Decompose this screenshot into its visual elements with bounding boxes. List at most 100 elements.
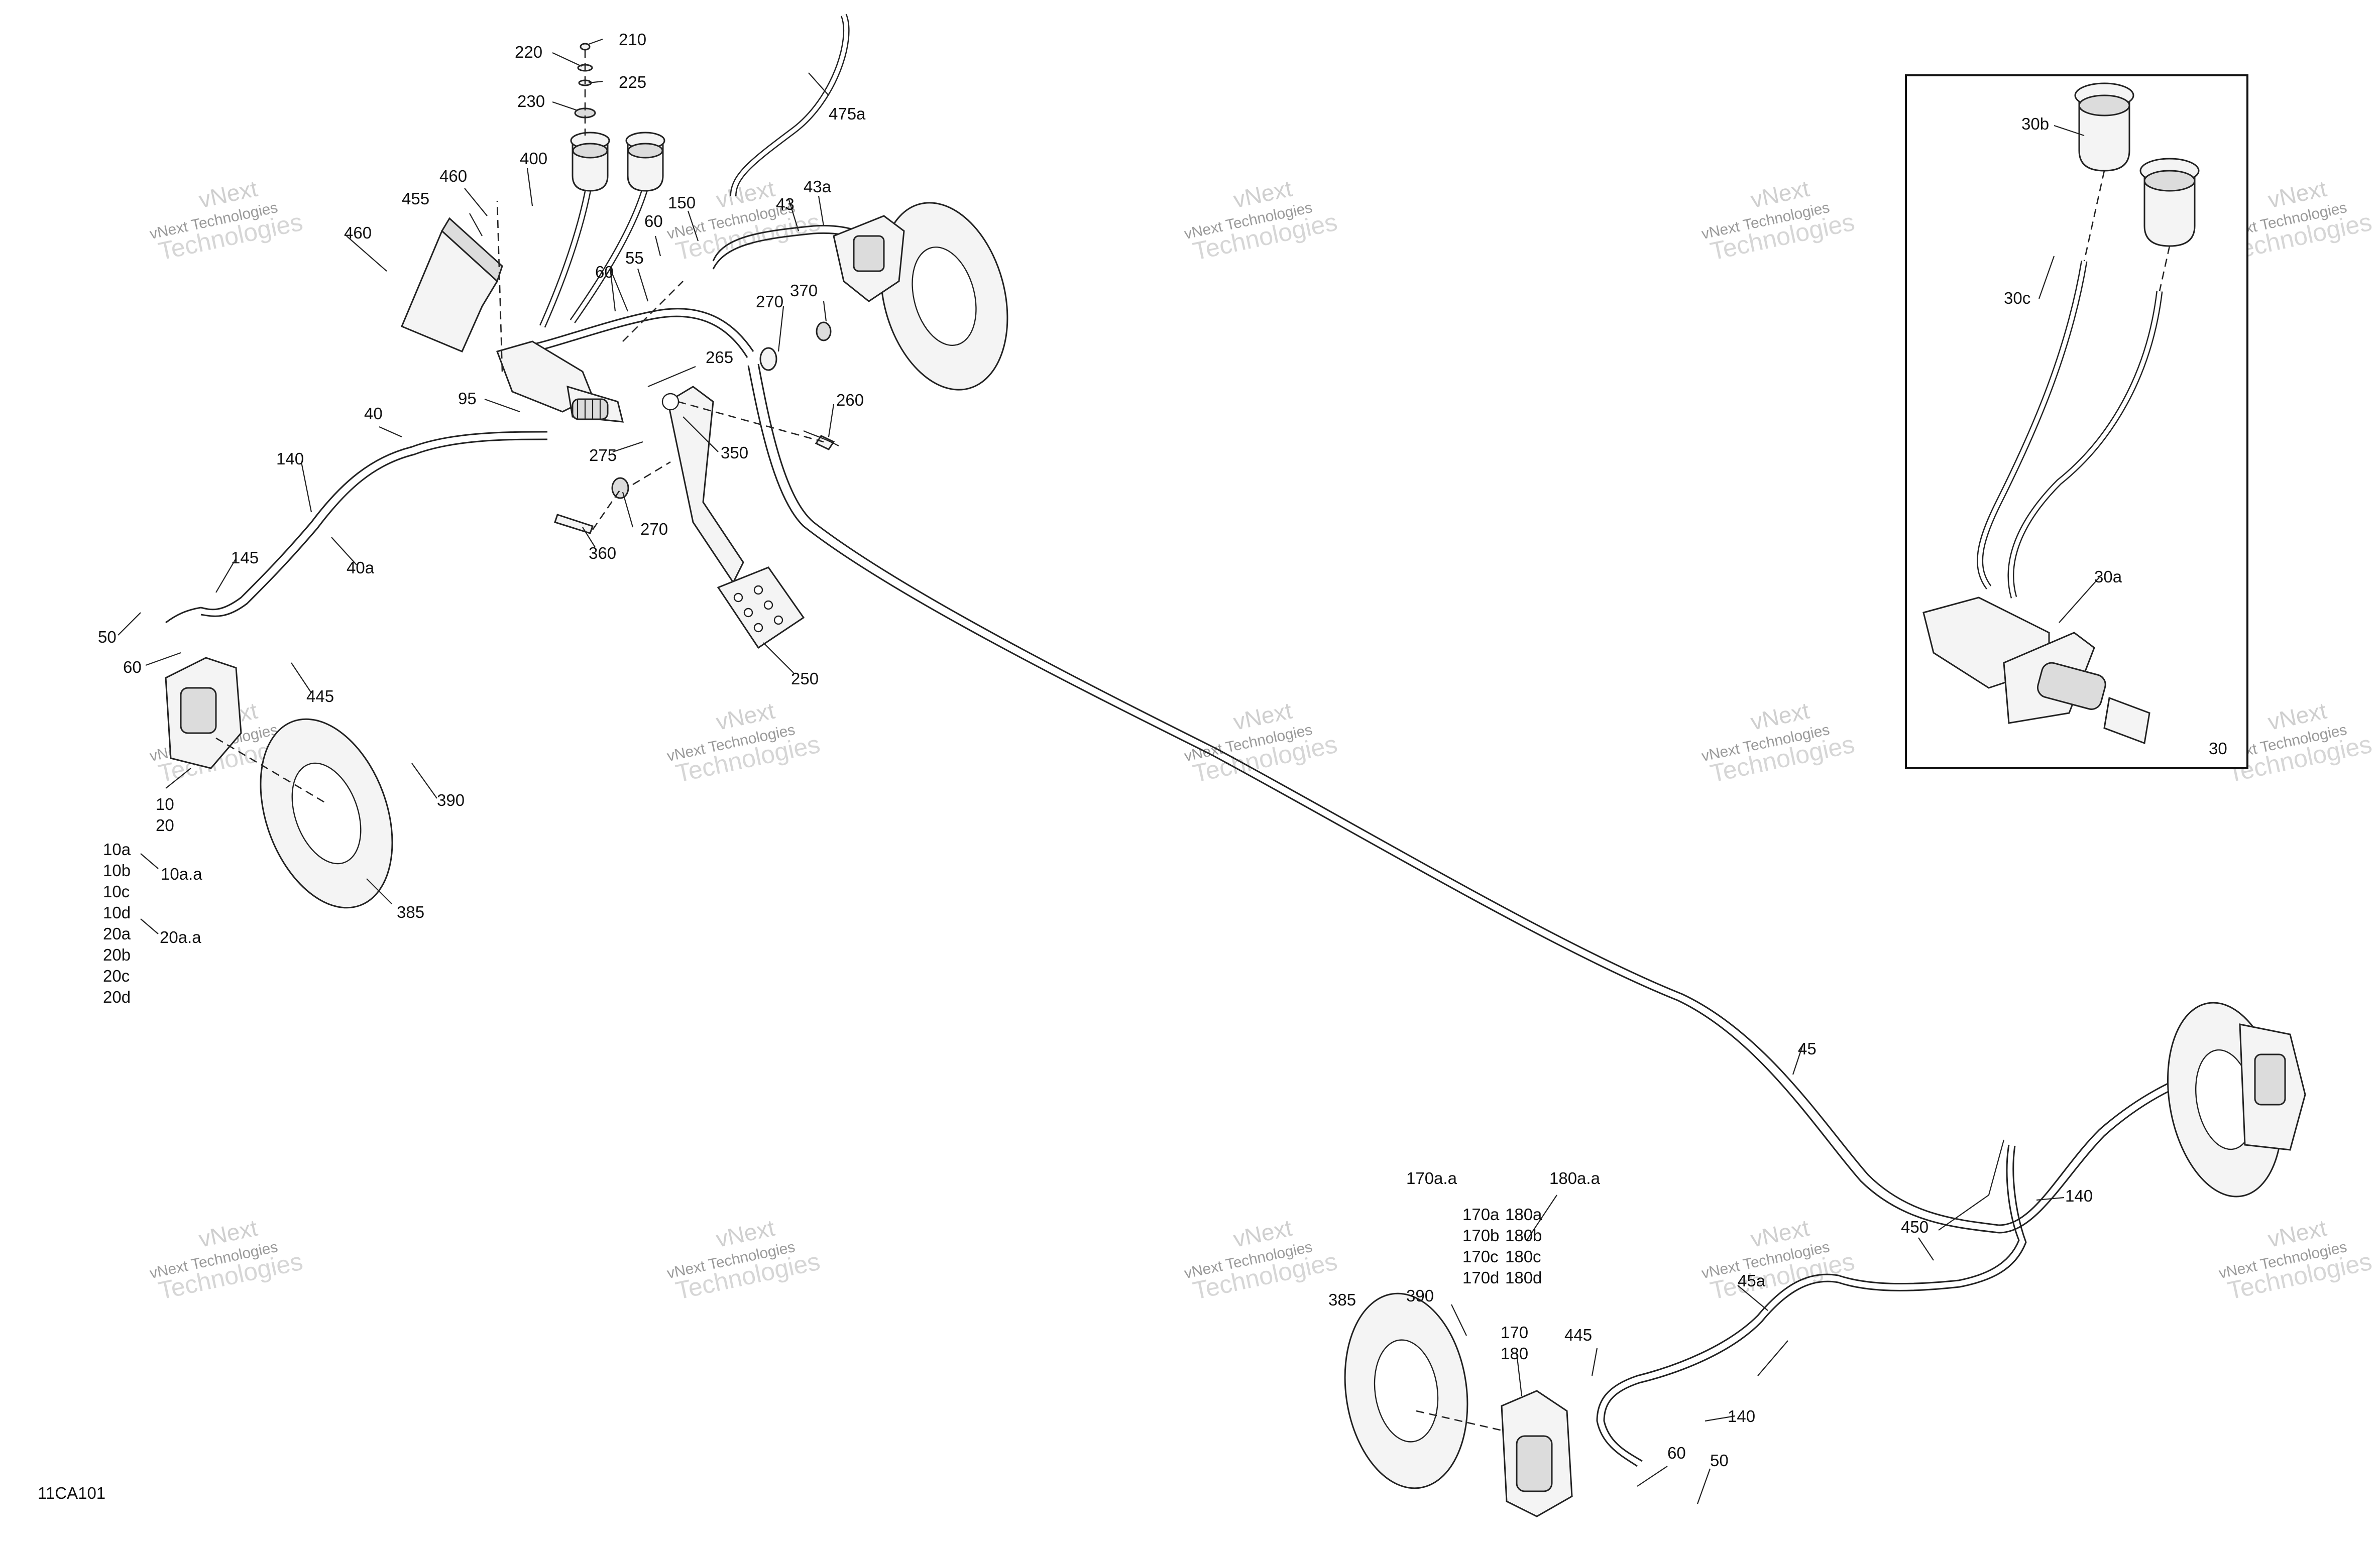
rear-left-disc (1344, 1292, 1527, 1489)
callout-180a-a: 180a.a (1549, 1169, 1601, 1188)
callout-20c: 20c (103, 967, 130, 985)
callout-30b: 30b (2021, 114, 2049, 133)
callout-385-left: 385 (397, 903, 424, 921)
callout-60-left: 60 (123, 658, 142, 676)
callout-455: 455 (402, 189, 429, 208)
callout-230: 230 (517, 92, 545, 110)
leader-lines (118, 38, 2100, 1504)
callout-390-left: 390 (437, 791, 465, 809)
brake-line-40 (165, 431, 548, 624)
callout-10: 10 (156, 795, 174, 813)
callout-385-right: 385 (1328, 1290, 1356, 1309)
callout-145: 145 (231, 548, 259, 567)
callout-460-top: 460 (439, 167, 467, 185)
callout-445-right: 445 (1564, 1326, 1592, 1344)
callout-170c: 170c (1462, 1247, 1499, 1266)
callout-45: 45 (1798, 1039, 1817, 1058)
callout-180: 180 (1501, 1344, 1528, 1363)
callout-10a: 10a (103, 840, 131, 859)
callout-180c: 180c (1505, 1247, 1541, 1266)
callout-60-bottom: 60 (1667, 1444, 1686, 1462)
callout-50-bottom: 50 (1710, 1451, 1729, 1470)
callout-445-left: 445 (306, 687, 334, 705)
callout-95: 95 (458, 389, 477, 408)
callout-10c: 10c (103, 882, 130, 901)
callout-10b: 10b (103, 861, 131, 880)
callout-170d: 170d (1462, 1268, 1499, 1287)
reservoir-left (570, 132, 610, 192)
callout-30c: 30c (2004, 289, 2030, 307)
master-cylinder (496, 340, 624, 423)
callout-labels: 210 220 225 230 475a 400 460 455 460 150… (38, 30, 2227, 1502)
callout-260: 260 (836, 391, 864, 409)
callout-60-top: 60 (644, 212, 663, 230)
front-right-disc (880, 202, 1008, 391)
inset-label-30: 30 (2209, 739, 2227, 758)
callout-140-left: 140 (276, 449, 304, 468)
front-left-caliper (165, 657, 242, 769)
inset-box-30 (1905, 74, 2248, 769)
pedal-hardware (496, 200, 839, 534)
callout-170a-a: 170a.a (1406, 1169, 1457, 1188)
callout-50-left: 50 (98, 628, 117, 646)
callout-170a: 170a (1462, 1205, 1500, 1224)
brake-line-rear-right (1596, 1069, 2203, 1467)
callout-150: 150 (668, 193, 696, 212)
callout-60-mid: 60 (595, 263, 614, 281)
callout-140-right: 140 (2065, 1186, 2093, 1205)
pedal-bracket-455 (401, 217, 503, 352)
callout-43a: 43a (804, 177, 832, 196)
callout-360: 360 (589, 544, 616, 562)
reservoir-right (625, 132, 665, 192)
callout-180a: 180a (1505, 1205, 1542, 1224)
brake-line-45 (747, 364, 1999, 1234)
callout-210: 210 (619, 30, 646, 49)
callout-265: 265 (706, 348, 733, 367)
reservoir-cap-parts (574, 43, 596, 136)
callout-170: 170 (1501, 1323, 1528, 1342)
callout-20b: 20b (103, 945, 131, 964)
callout-140-bottom: 140 (1728, 1407, 1755, 1426)
callout-43: 43 (776, 195, 795, 213)
callout-270-bottom: 270 (640, 520, 668, 538)
callout-270-top: 270 (756, 292, 783, 311)
callout-40a: 40a (347, 558, 375, 577)
callout-450: 450 (1901, 1218, 1929, 1236)
callout-390-right: 390 (1406, 1286, 1434, 1305)
callout-20a-a: 20a.a (160, 928, 201, 946)
callout-20a: 20a (103, 924, 131, 943)
callout-20d: 20d (103, 988, 131, 1006)
callout-475a: 475a (829, 104, 866, 123)
callout-180b: 180b (1505, 1226, 1542, 1245)
callout-250: 250 (791, 669, 819, 688)
front-left-disc (215, 718, 393, 909)
callout-275: 275 (589, 446, 617, 464)
callout-370: 370 (790, 281, 818, 300)
brake-pedal (661, 386, 805, 649)
callout-55: 55 (625, 249, 644, 267)
diagram-code: 11CA101 (38, 1484, 105, 1502)
callout-40: 40 (364, 404, 383, 423)
callout-10a-a: 10a.a (161, 865, 202, 883)
callout-225: 225 (619, 73, 646, 91)
callout-170b: 170b (1462, 1226, 1499, 1245)
callout-220: 220 (515, 43, 542, 61)
callout-400: 400 (520, 149, 547, 168)
callout-20: 20 (156, 816, 174, 835)
callout-350: 350 (721, 443, 748, 462)
callout-45a: 45a (1738, 1271, 1766, 1290)
reservoir-hoses (539, 14, 850, 328)
callout-460-left: 460 (344, 223, 372, 242)
